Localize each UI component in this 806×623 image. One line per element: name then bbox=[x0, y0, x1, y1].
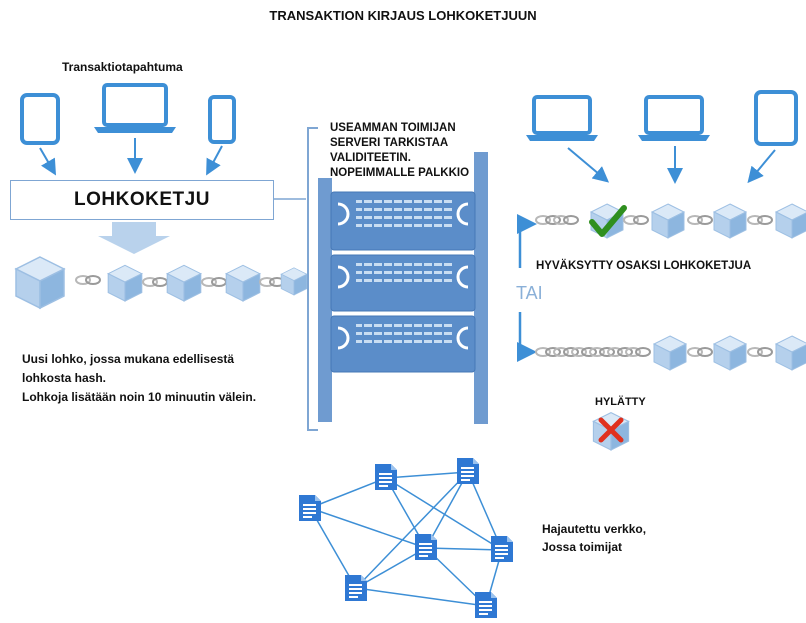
right-device-arrows bbox=[567, 146, 776, 184]
branch-arrows bbox=[517, 214, 537, 362]
server-text-line: NOPEIMMALLE PALKKIO bbox=[330, 167, 470, 179]
phone-icon bbox=[208, 95, 236, 144]
server-text-line: USEAMMAN TOIMIJAN bbox=[330, 122, 456, 134]
block-description: Uusi lohko, jossa mukana edellisestä loh… bbox=[22, 350, 256, 407]
cross-icon bbox=[598, 417, 624, 443]
description-line: Lohkoja lisätään noin 10 minuutin välein… bbox=[22, 390, 257, 404]
laptop-icon-right-2 bbox=[638, 95, 710, 141]
device-arrows bbox=[39, 138, 223, 176]
server-description: USEAMMAN TOIMIJAN SERVERI TARKISTAA VALI… bbox=[330, 121, 469, 181]
accepted-blockchain bbox=[535, 203, 806, 239]
blockchain-box-label: LOHKOKETJU bbox=[74, 189, 210, 210]
document-icon bbox=[491, 536, 513, 562]
laptop-icon-right-1 bbox=[526, 95, 598, 141]
document-icon bbox=[415, 534, 437, 560]
network-links bbox=[309, 471, 503, 607]
blockchain-box: LOHKOKETJU bbox=[10, 180, 274, 220]
server-text-line: VALIDITEETIN. bbox=[330, 152, 411, 164]
rejected-label: HYLÄTTY bbox=[595, 396, 646, 408]
document-icon bbox=[375, 464, 397, 490]
network-nodes bbox=[299, 458, 513, 618]
or-label: TAI bbox=[516, 283, 543, 303]
transaction-label: Transaktiotapahtuma bbox=[62, 60, 183, 74]
network-text-line: Jossa toimijat bbox=[542, 540, 623, 554]
document-icon bbox=[457, 458, 479, 484]
document-icon bbox=[475, 592, 497, 618]
down-arrow-icon bbox=[98, 222, 170, 254]
diagram-title: TRANSAKTION KIRJAUS LOHKOKETJUUN bbox=[269, 8, 537, 23]
tablet-icon bbox=[20, 93, 60, 145]
description-line: lohkosta hash. bbox=[22, 371, 107, 385]
document-icon bbox=[345, 575, 367, 601]
server-bracket bbox=[307, 127, 318, 431]
server-rack-icon bbox=[318, 152, 488, 424]
description-line: Uusi lohko, jossa mukana edellisestä bbox=[22, 352, 235, 366]
left-blockchain bbox=[15, 256, 308, 309]
document-icon bbox=[299, 495, 321, 521]
network-text-line: Hajautettu verkko, bbox=[542, 522, 647, 536]
server-text-line: SERVERI TARKISTAA bbox=[330, 137, 449, 149]
tablet-icon-right bbox=[754, 90, 798, 146]
branch-blockchain bbox=[535, 335, 806, 371]
laptop-icon bbox=[94, 83, 176, 133]
accepted-label: HYVÄKSYTTY OSAKSI LOHKOKETJUA bbox=[536, 260, 752, 272]
network-description: Hajautettu verkko, Jossa toimijat bbox=[542, 520, 646, 556]
check-icon bbox=[589, 205, 627, 237]
